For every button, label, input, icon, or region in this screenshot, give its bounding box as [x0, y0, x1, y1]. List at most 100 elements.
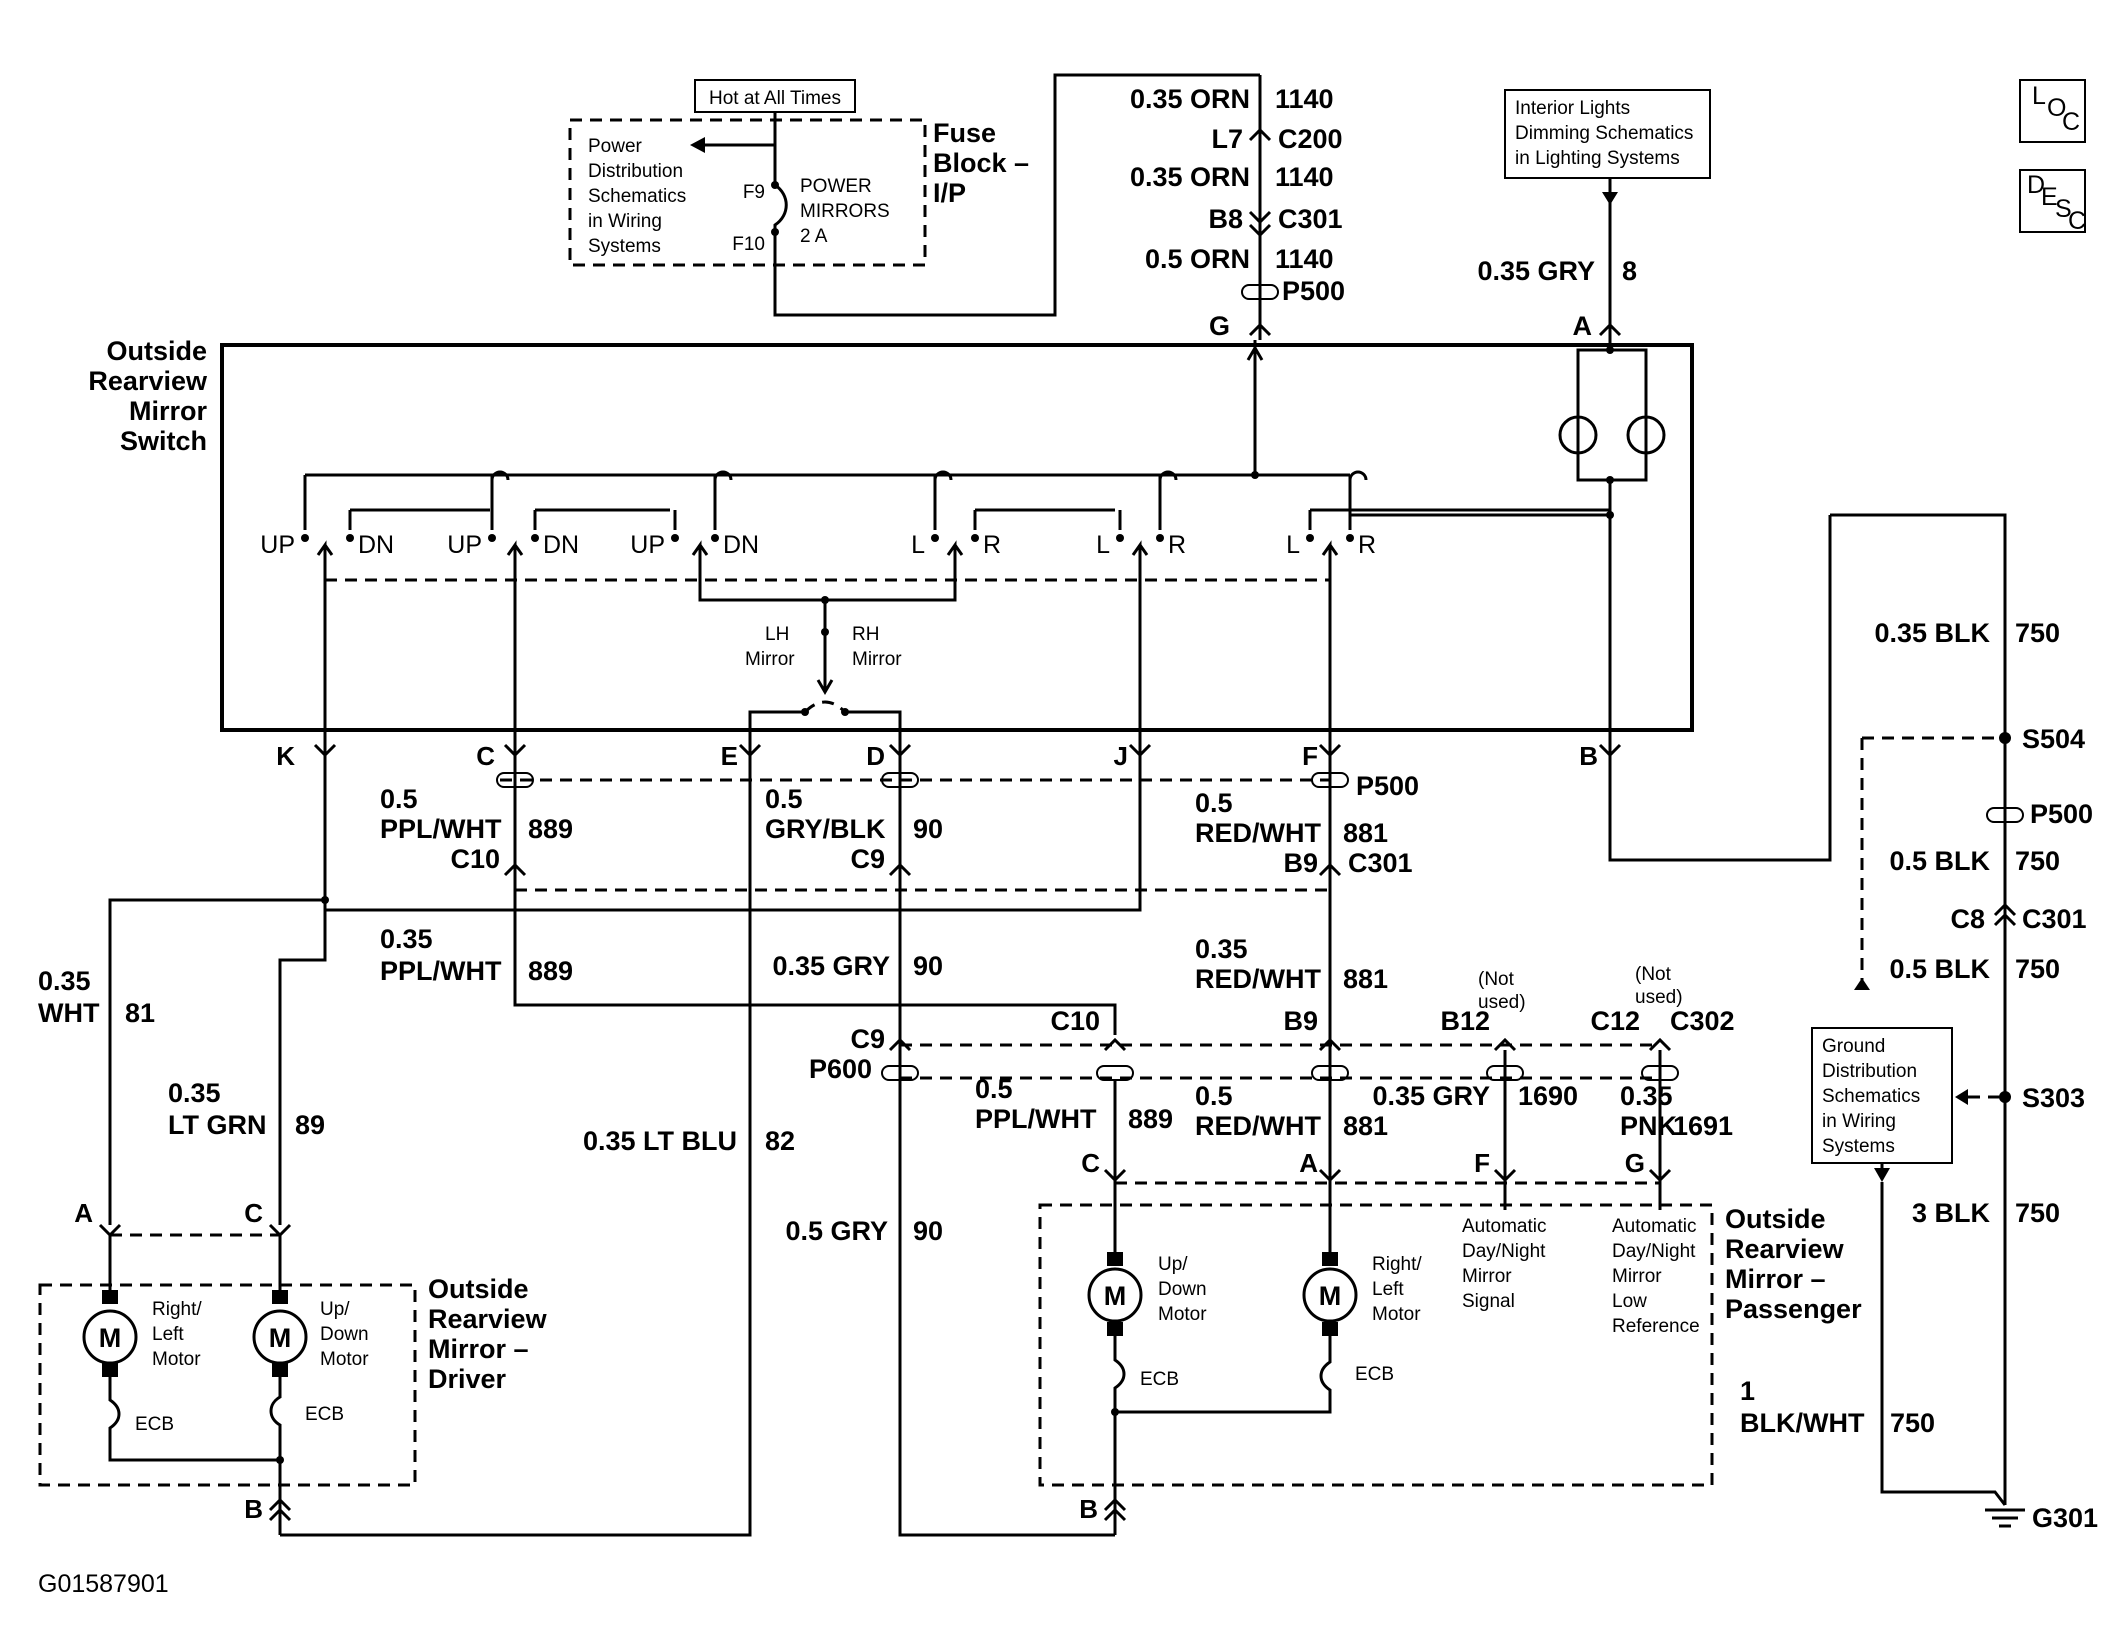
passenger-motor-up-down [1087, 1267, 1143, 1323]
svg-text:C10: C10 [1050, 1006, 1100, 1036]
power-dist-arrow [690, 137, 705, 153]
svg-text:881: 881 [1343, 964, 1388, 994]
svg-text:0.5: 0.5 [1195, 1081, 1233, 1111]
svg-text:0.5: 0.5 [1195, 788, 1233, 818]
svg-text:81: 81 [125, 998, 155, 1028]
svg-text:Motor: Motor [320, 1349, 369, 1370]
svg-text:R: R [1168, 531, 1186, 559]
svg-text:UP: UP [630, 531, 665, 559]
driver-mirror: A C M M Right/ Left Motor Up/ Down Motor… [38, 1198, 548, 1535]
svg-text:P500: P500 [1356, 771, 1419, 801]
svg-text:Right/: Right/ [1372, 1254, 1422, 1275]
f9-label: F9 [743, 182, 765, 203]
f10-label: F10 [732, 234, 765, 255]
svg-text:0.5 BLK: 0.5 BLK [1889, 846, 1990, 876]
svg-text:0.35 GRY: 0.35 GRY [1477, 256, 1595, 286]
svg-text:K: K [276, 741, 295, 771]
svg-text:Left: Left [152, 1324, 184, 1345]
svg-text:L7: L7 [1211, 124, 1243, 154]
desc-badge[interactable]: D E S C [2019, 169, 2086, 235]
svg-text:B: B [1579, 741, 1598, 771]
mirror-switch: Outside Rearview Mirror Switch [88, 336, 1694, 732]
svg-text:1140: 1140 [1275, 162, 1334, 192]
svg-text:PPL/WHT: PPL/WHT [380, 956, 502, 986]
svg-text:Mirror: Mirror [1612, 1266, 1662, 1287]
svg-text:0.35 GRY: 0.35 GRY [772, 951, 890, 981]
svg-text:750: 750 [2015, 1198, 2060, 1228]
svg-text:D: D [866, 741, 885, 771]
svg-text:889: 889 [1128, 1104, 1173, 1134]
svg-text:90: 90 [913, 951, 943, 981]
svg-text:L: L [1286, 531, 1300, 559]
svg-text:89: 89 [295, 1110, 325, 1140]
svg-text:RH: RH [852, 624, 879, 645]
svg-text:C10: C10 [450, 844, 500, 874]
svg-text:C: C [1081, 1148, 1100, 1178]
svg-text:B9: B9 [1283, 1006, 1318, 1036]
svg-text:Rearview: Rearview [428, 1304, 548, 1334]
svg-text:Up/: Up/ [320, 1299, 350, 1320]
svg-text:Motor: Motor [1158, 1304, 1207, 1325]
svg-text:Ground: Ground [1822, 1036, 1885, 1057]
svg-text:M: M [99, 1323, 122, 1353]
svg-text:0.35 ORN: 0.35 ORN [1130, 84, 1250, 114]
svg-text:2 A: 2 A [800, 226, 828, 247]
svg-text:E: E [2041, 183, 2058, 211]
svg-text:Interior Lights: Interior Lights [1515, 98, 1630, 119]
svg-text:Passenger: Passenger [1725, 1294, 1862, 1324]
svg-text:C301: C301 [1348, 848, 1413, 878]
wire-889 [513, 730, 1117, 1035]
svg-text:750: 750 [2015, 954, 2060, 984]
svg-text:0.5 BLK: 0.5 BLK [1889, 954, 1990, 984]
splice-s303 [1999, 1091, 2011, 1103]
svg-text:Day/Night: Day/Night [1462, 1241, 1546, 1262]
svg-text:M: M [1319, 1281, 1342, 1311]
driver-mirror-box [38, 1283, 417, 1487]
svg-text:ECB: ECB [1140, 1369, 1179, 1390]
svg-text:C301: C301 [1278, 204, 1343, 234]
loc-badge[interactable]: L O C [2019, 79, 2086, 143]
svg-text:Motor: Motor [152, 1349, 201, 1370]
svg-text:P600: P600 [809, 1054, 872, 1084]
svg-text:UP: UP [260, 531, 295, 559]
wire-90 [898, 730, 1115, 1537]
svg-text:C302: C302 [1670, 1006, 1735, 1036]
svg-text:1140: 1140 [1275, 244, 1334, 274]
left-wire-labels: 0.35 WHT 81 0.35 LT GRN 89 0.35 PPL/WHT … [38, 924, 943, 1246]
svg-text:P500: P500 [1282, 276, 1345, 306]
svg-text:F: F [1302, 741, 1318, 771]
svg-text:889: 889 [528, 814, 573, 844]
fuse-block-name: Fuse [933, 118, 996, 148]
svg-text:L: L [1096, 531, 1110, 559]
svg-text:P500: P500 [2030, 799, 2093, 829]
svg-text:0.35 BLK: 0.35 BLK [1874, 618, 1990, 648]
svg-text:M: M [1104, 1281, 1127, 1311]
svg-text:S504: S504 [2022, 724, 2085, 754]
svg-text:in Wiring: in Wiring [588, 211, 662, 232]
svg-text:ECB: ECB [135, 1414, 174, 1435]
switch-box [220, 343, 1694, 732]
svg-text:90: 90 [913, 814, 943, 844]
svg-text:1691: 1691 [1673, 1111, 1733, 1141]
svg-text:Day/Night: Day/Night [1612, 1241, 1696, 1262]
svg-text:L: L [2032, 82, 2046, 110]
svg-text:750: 750 [1890, 1408, 1935, 1438]
wire-b-ground [1608, 515, 1832, 862]
svg-text:Block –: Block – [933, 148, 1029, 178]
svg-text:0.35 ORN: 0.35 ORN [1130, 162, 1250, 192]
svg-text:881: 881 [1343, 818, 1388, 848]
svg-text:C: C [244, 1198, 263, 1228]
svg-text:A: A [1299, 1148, 1318, 1178]
svg-text:Automatic: Automatic [1612, 1216, 1696, 1237]
wire-89 [278, 900, 327, 1225]
svg-text:(Not: (Not [1478, 969, 1515, 990]
svg-text:889: 889 [528, 956, 573, 986]
svg-text:8: 8 [1622, 256, 1637, 286]
svg-text:PPL/WHT: PPL/WHT [380, 814, 502, 844]
svg-text:S303: S303 [2022, 1083, 2085, 1113]
svg-text:Automatic: Automatic [1462, 1216, 1546, 1237]
svg-text:S: S [2055, 195, 2072, 223]
switch-position-labels: UP DN UP DN UP DN L R L R L R [260, 531, 1376, 559]
svg-text:0.35: 0.35 [1620, 1081, 1673, 1111]
p600-connector-area: 0.35 RED/WHT 881 (Not used) (Not used) C… [809, 934, 1735, 1190]
